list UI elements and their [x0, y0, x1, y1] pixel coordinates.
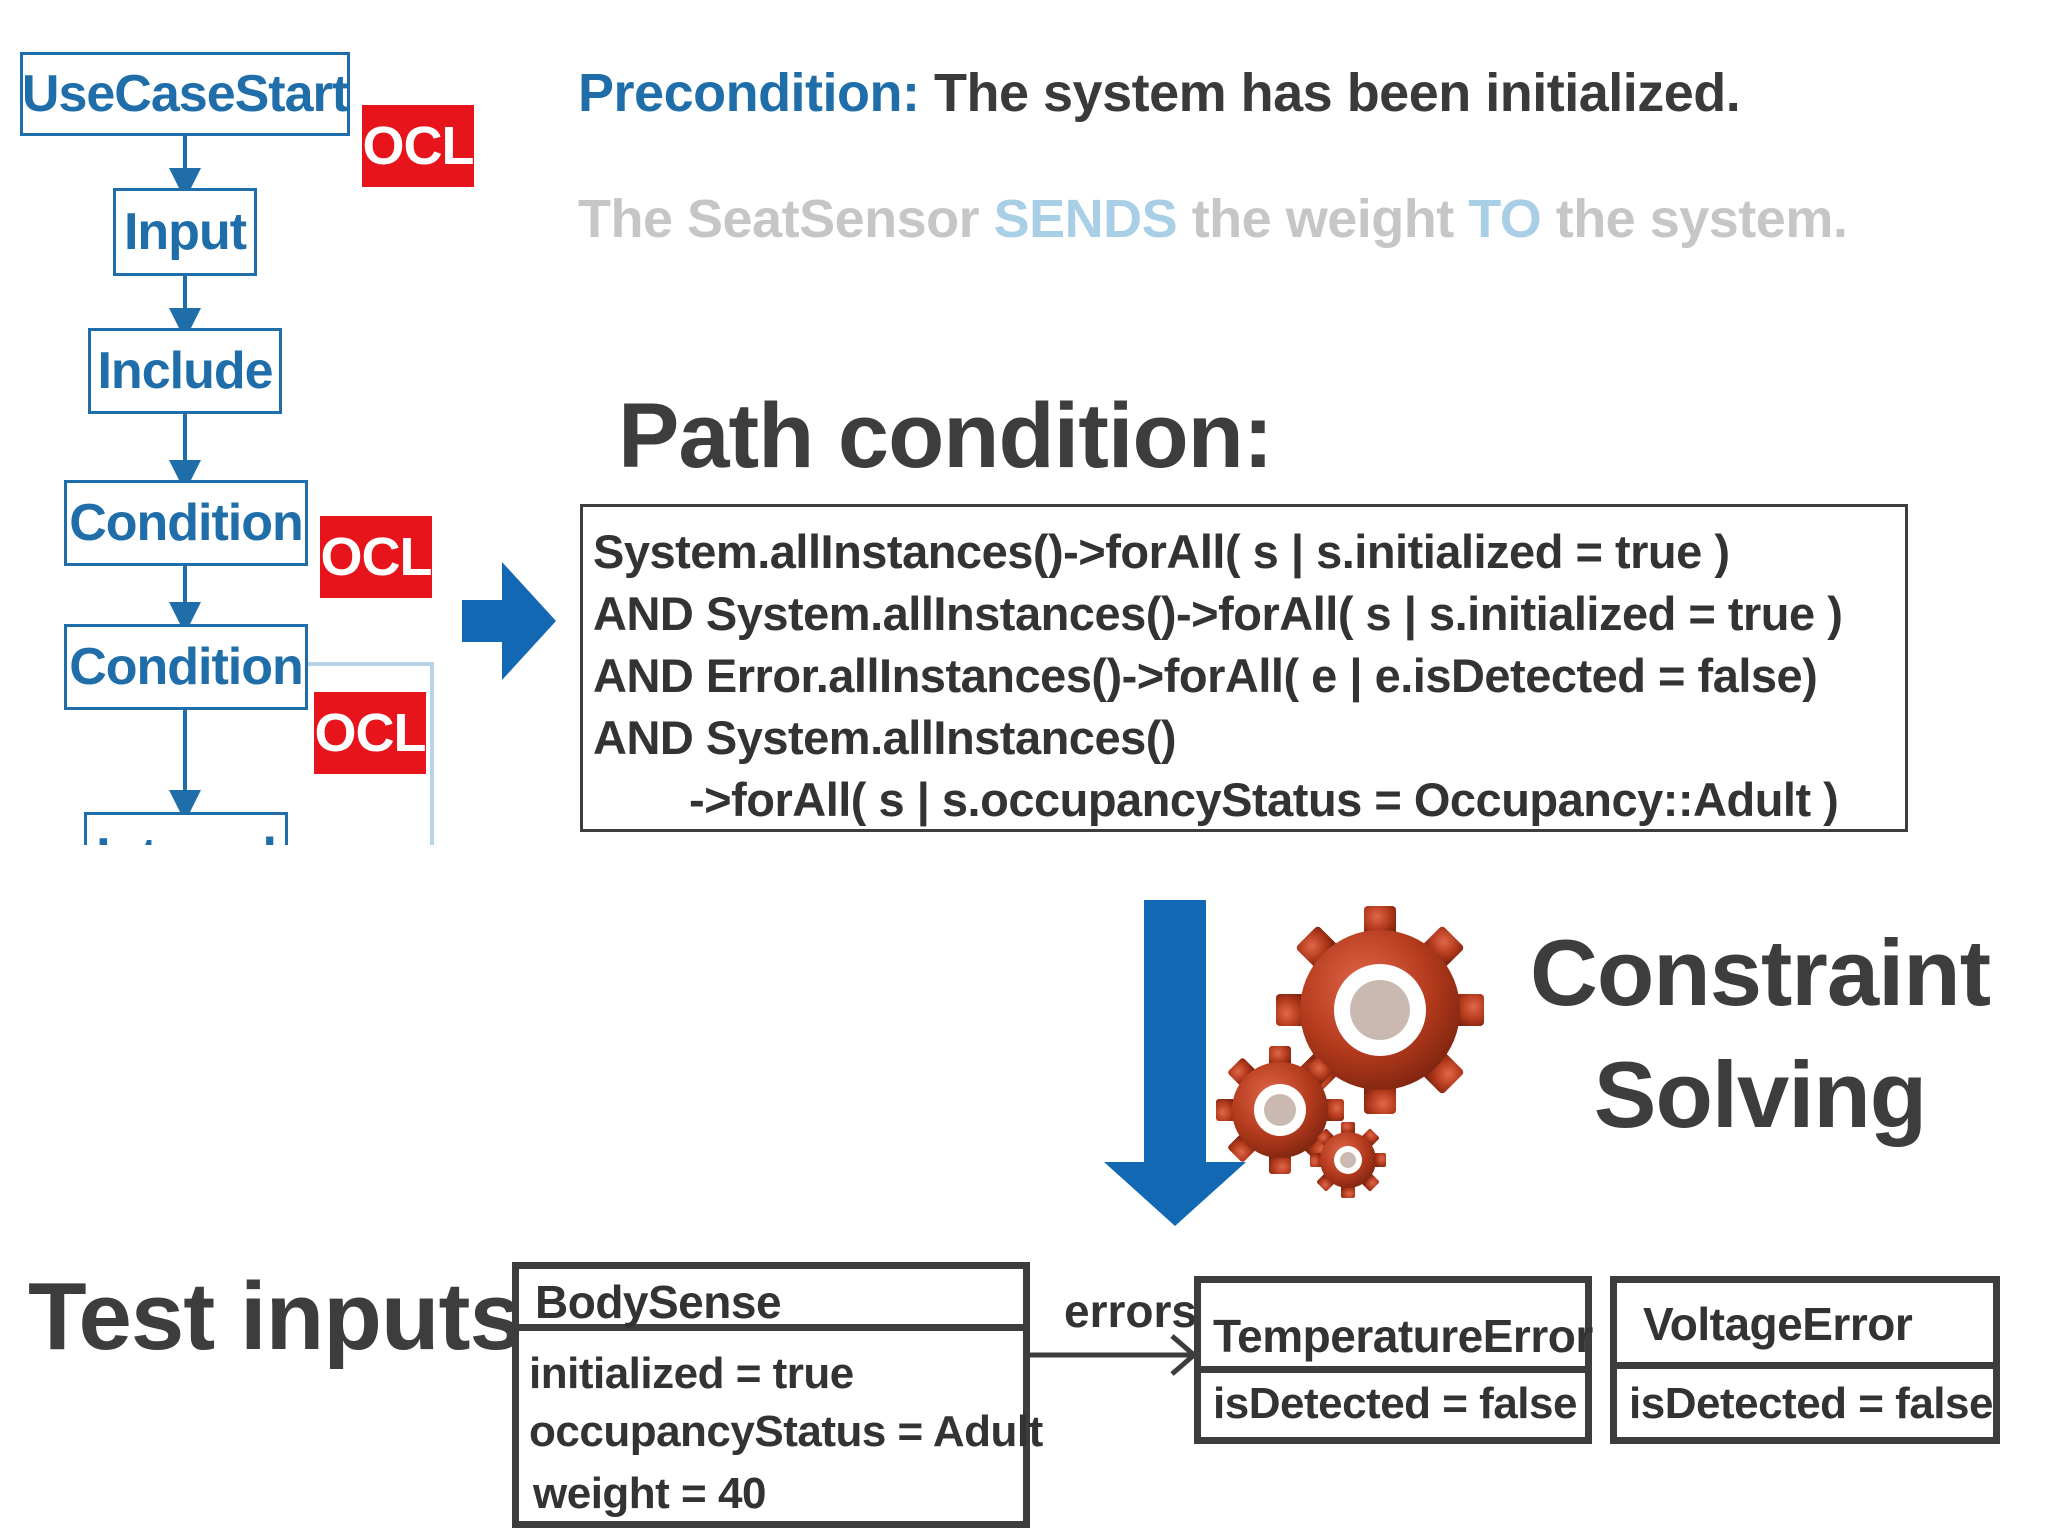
gears-icon [1216, 906, 1484, 1198]
path-condition-line: System.allInstances()->forAll( s | s.ini… [593, 525, 1730, 578]
gear-large-icon [1276, 906, 1484, 1114]
ocl-badge-usecasestart: OCL [362, 105, 475, 187]
object-temperatureerror: TemperatureError isDetected = false [1194, 1276, 1593, 1444]
ocl-badge-condition-1: OCL [320, 516, 433, 598]
constraint-solving-line1: Constraint [1530, 920, 1991, 1025]
ocl-badge-condition-2: OCL [314, 692, 427, 774]
constraint-solving-line2: Solving [1593, 1042, 1927, 1147]
path-condition-line: AND System.allInstances() [593, 711, 1177, 764]
test-inputs-title: Test inputs: [28, 1263, 554, 1370]
sentence-part: the weight [1177, 189, 1469, 249]
down-arrow-icon [1104, 900, 1246, 1226]
sentence-keyword-to: TO [1468, 189, 1542, 249]
gear-medium-icon [1216, 1046, 1344, 1174]
flowchart-crop-mask [0, 845, 520, 905]
sentence-keyword-sends: SENDS [993, 189, 1178, 249]
object-bodysense: BodySense initialized = true occupancySt… [512, 1262, 1043, 1528]
gear-small-icon [1310, 1122, 1386, 1198]
object-voltageerror: VoltageError isDetected = false [1610, 1276, 2000, 1444]
use-case-step-sentence: The SeatSensor SENDS the weight TO the s… [578, 188, 1848, 250]
precondition-text: Precondition: The system has been initia… [578, 62, 1741, 124]
flow-node-include: Include [88, 328, 282, 414]
object-attribute: initialized = true [529, 1349, 854, 1398]
flow-node-condition-1: Condition [64, 480, 308, 566]
flow-node-usecasestart: UseCaseStart [20, 52, 350, 136]
path-condition-line: AND System.allInstances()->forAll( s | s… [593, 587, 1843, 640]
object-temperatureerror-name: TemperatureError [1201, 1283, 1593, 1373]
precondition-statement: The system has been initialized. [919, 63, 1741, 123]
object-attribute: isDetected = false [1629, 1379, 1993, 1428]
right-arrow-icon [462, 562, 556, 680]
object-attribute: occupancyStatus = Adult [529, 1407, 1043, 1456]
association-label: errors [1064, 1285, 1197, 1337]
constraint-solving-title: Constraint Solving [1520, 912, 2000, 1156]
flow-node-input: Input [113, 188, 257, 276]
sentence-part: The SeatSensor [578, 189, 994, 249]
path-condition-line: ->forAll( s | s.occupancyStatus = Occupa… [689, 773, 1839, 826]
object-voltageerror-name: VoltageError [1617, 1283, 1993, 1369]
object-attribute: weight = 40 [533, 1469, 766, 1518]
sentence-part: the system. [1541, 189, 1848, 249]
association-arrow [1028, 1334, 1198, 1376]
object-attribute: isDetected = false [1213, 1379, 1577, 1428]
object-bodysense-name: BodySense [519, 1269, 1023, 1331]
flow-node-condition-2: Condition [64, 624, 308, 710]
path-condition-box: System.allInstances()->forAll( s | s.ini… [580, 504, 1908, 832]
path-condition-title: Path condition: [618, 385, 1273, 487]
path-condition-line: AND Error.allInstances()->forAll( e | e.… [593, 649, 1818, 702]
precondition-keyword: Precondition: [578, 63, 920, 123]
flowchart-connectors [169, 136, 434, 848]
flow-branch-line [306, 662, 434, 848]
